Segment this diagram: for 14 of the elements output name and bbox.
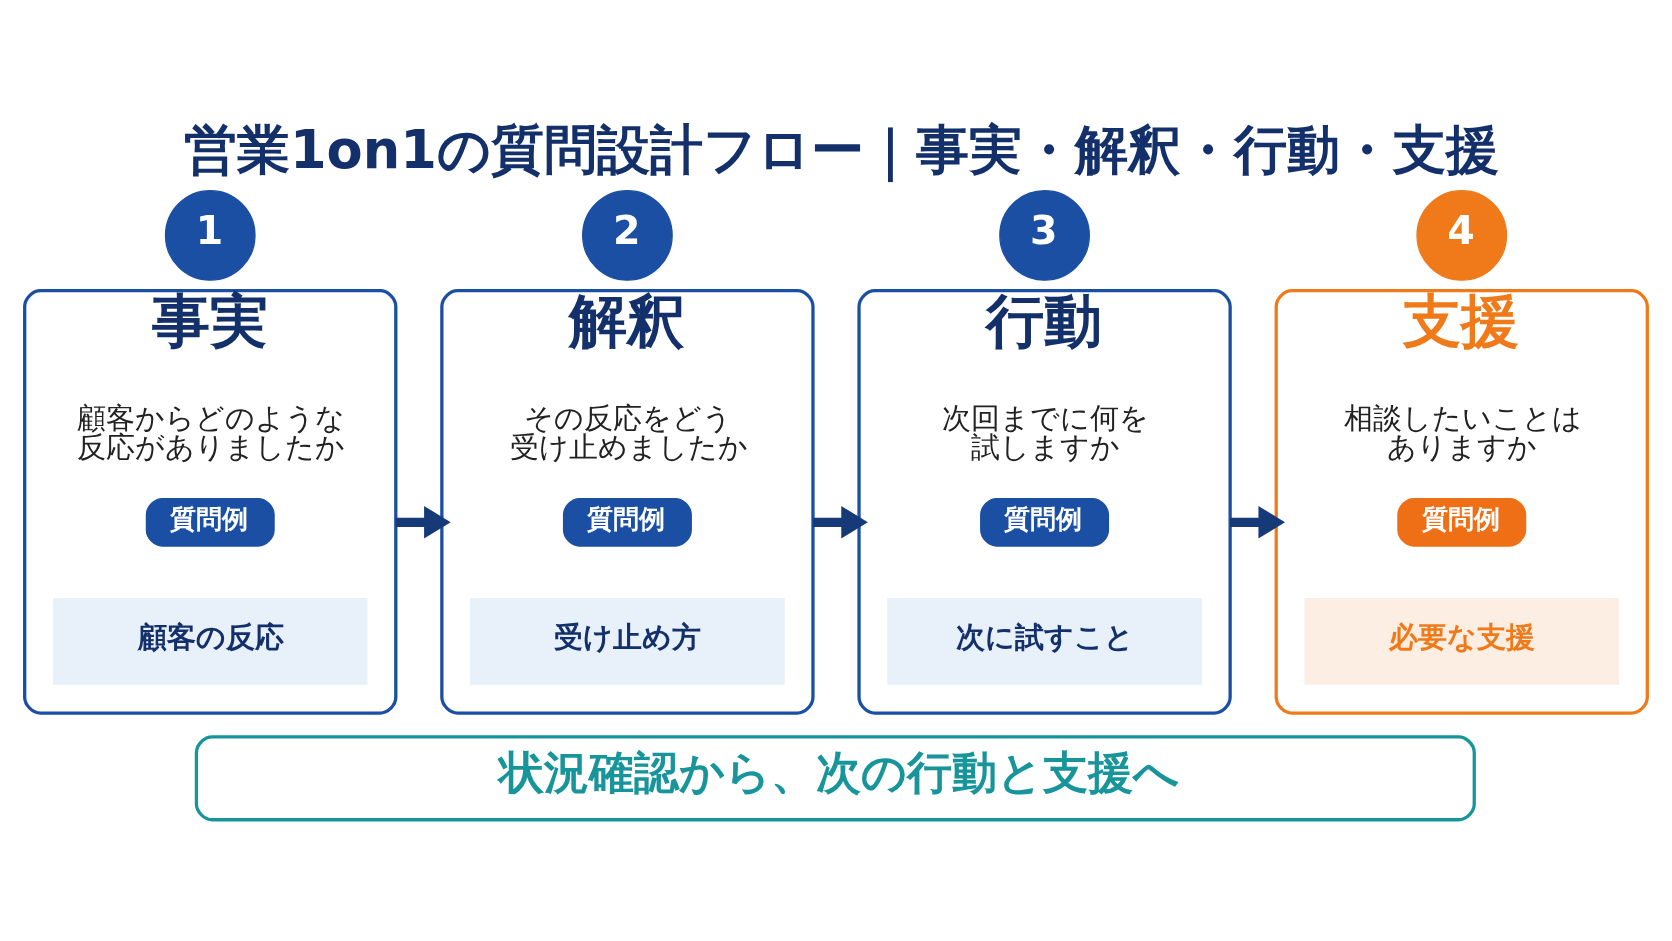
arrow (395, 505, 451, 539)
node-circle: 4 (1416, 189, 1508, 281)
diagram-title: 営業1on1の質問設計フロー｜事実・解釈・行動・支援 (183, 118, 1499, 180)
node-box: 状況確認から、次の行動と支援へ (194, 734, 1476, 821)
node-box: 質問例 (145, 497, 275, 547)
node-box: 必要な支援 (1304, 597, 1619, 685)
node-circle: 1 (164, 189, 256, 281)
node-circle: 3 (999, 189, 1090, 281)
arrow (812, 505, 868, 539)
node-box: 質問例 (562, 497, 692, 547)
node-box: 質問例 (980, 497, 1110, 547)
node-circle: 2 (582, 189, 673, 281)
arrow (1230, 505, 1285, 539)
node-box: 質問例 (1397, 497, 1527, 547)
